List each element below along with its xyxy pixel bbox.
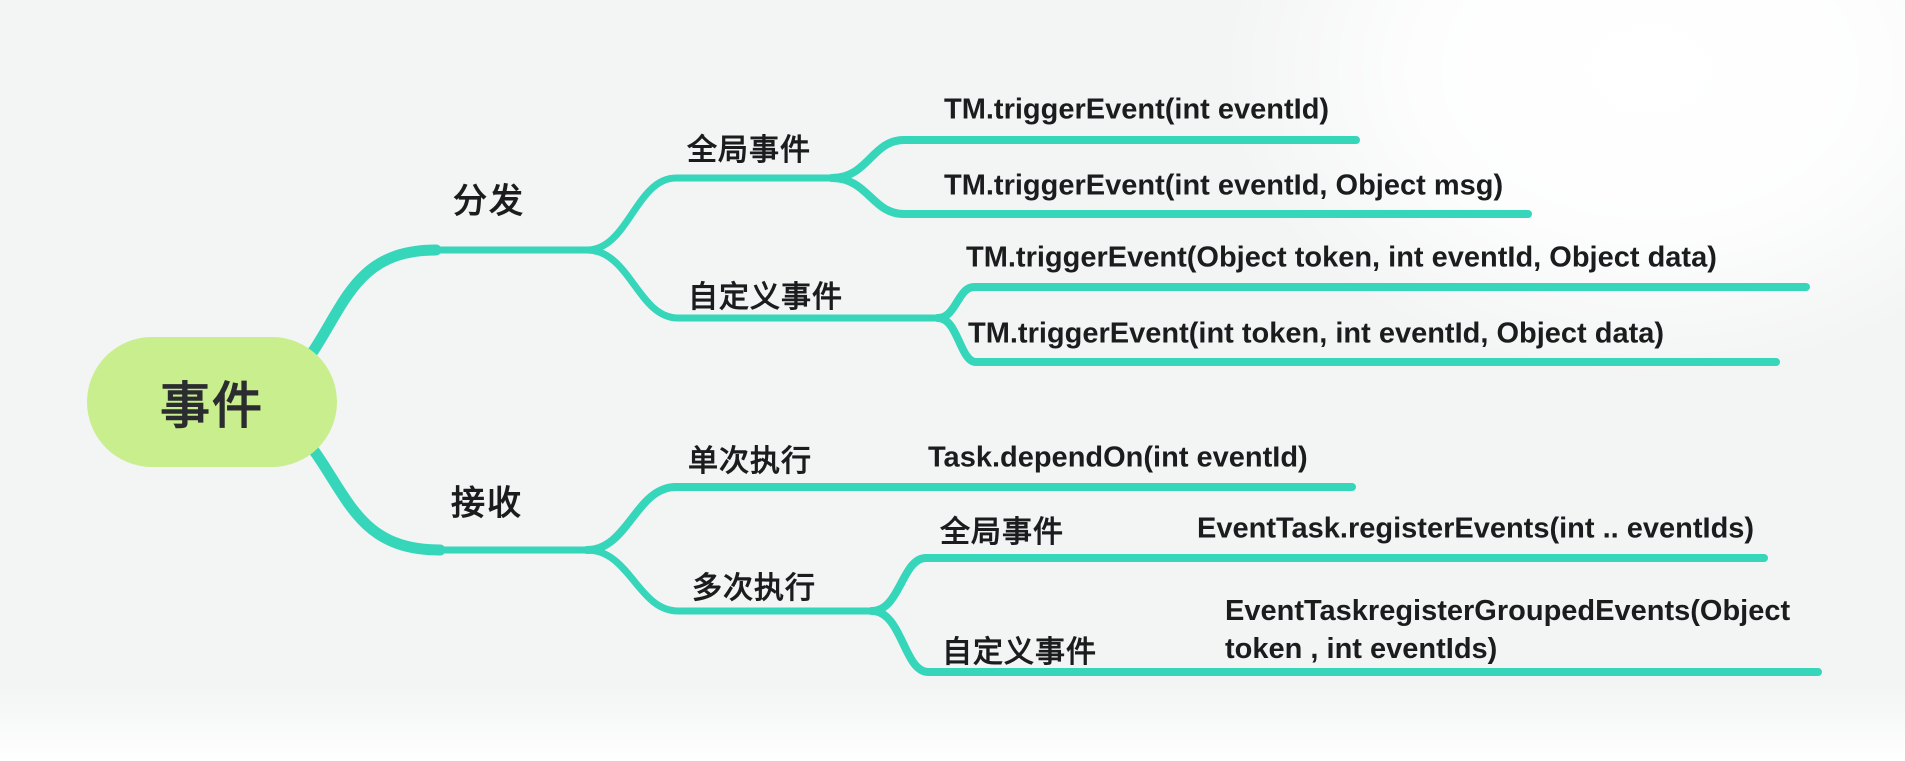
root-node-label: 事件 [160, 378, 264, 434]
edge-global-trigger2 [828, 174, 1532, 218]
edge-receive-multi [583, 546, 876, 615]
leaf-trigger-event-id[interactable]: TM.triggerEvent(int eventId) [944, 93, 1330, 126]
leaf-register-events[interactable]: EventTask.registerEvents(int .. eventIds… [1197, 512, 1755, 545]
edge-multi-custom2 [868, 607, 1822, 676]
leaf-trigger-int-token[interactable]: TM.triggerEvent(int token, int eventId, … [968, 317, 1665, 350]
node-receive-once[interactable]: 单次执行 [688, 445, 812, 478]
edge-custom-trigger3 [934, 283, 1810, 322]
edge-root-dispatch [292, 244, 442, 378]
node-receive-multi[interactable]: 多次执行 [692, 572, 816, 605]
leaf-register-grouped-events[interactable]: EventTaskregisterGroupedEvents(Object to… [1225, 595, 1791, 665]
leaf-trigger-object-token[interactable]: TM.triggerEvent(Object token, int eventI… [966, 241, 1717, 274]
node-dispatch-global-event[interactable]: 全局事件 [687, 134, 811, 167]
edge-dispatch-custom-event [583, 246, 942, 322]
node-multi-global-event[interactable]: 全局事件 [940, 516, 1064, 549]
edge-custom-trigger4 [934, 314, 1780, 366]
leaf-trigger-event-id-msg[interactable]: TM.triggerEvent(int eventId, Object msg) [944, 169, 1504, 202]
node-dispatch-custom-event[interactable]: 自定义事件 [688, 281, 843, 314]
edge-multi-global2 [868, 554, 1768, 615]
edge-root-receive [292, 424, 446, 556]
root-node-event[interactable]: 事件 [87, 337, 337, 467]
leaf-task-depend-on[interactable]: Task.dependOn(int eventId) [928, 441, 1308, 474]
branch-receive[interactable]: 接收 [451, 484, 523, 523]
edge-dispatch-global-event [583, 174, 836, 254]
branch-dispatch[interactable]: 分发 [453, 182, 525, 221]
node-multi-custom-event[interactable]: 自定义事件 [942, 636, 1097, 669]
edge-receive-once [583, 483, 1356, 554]
